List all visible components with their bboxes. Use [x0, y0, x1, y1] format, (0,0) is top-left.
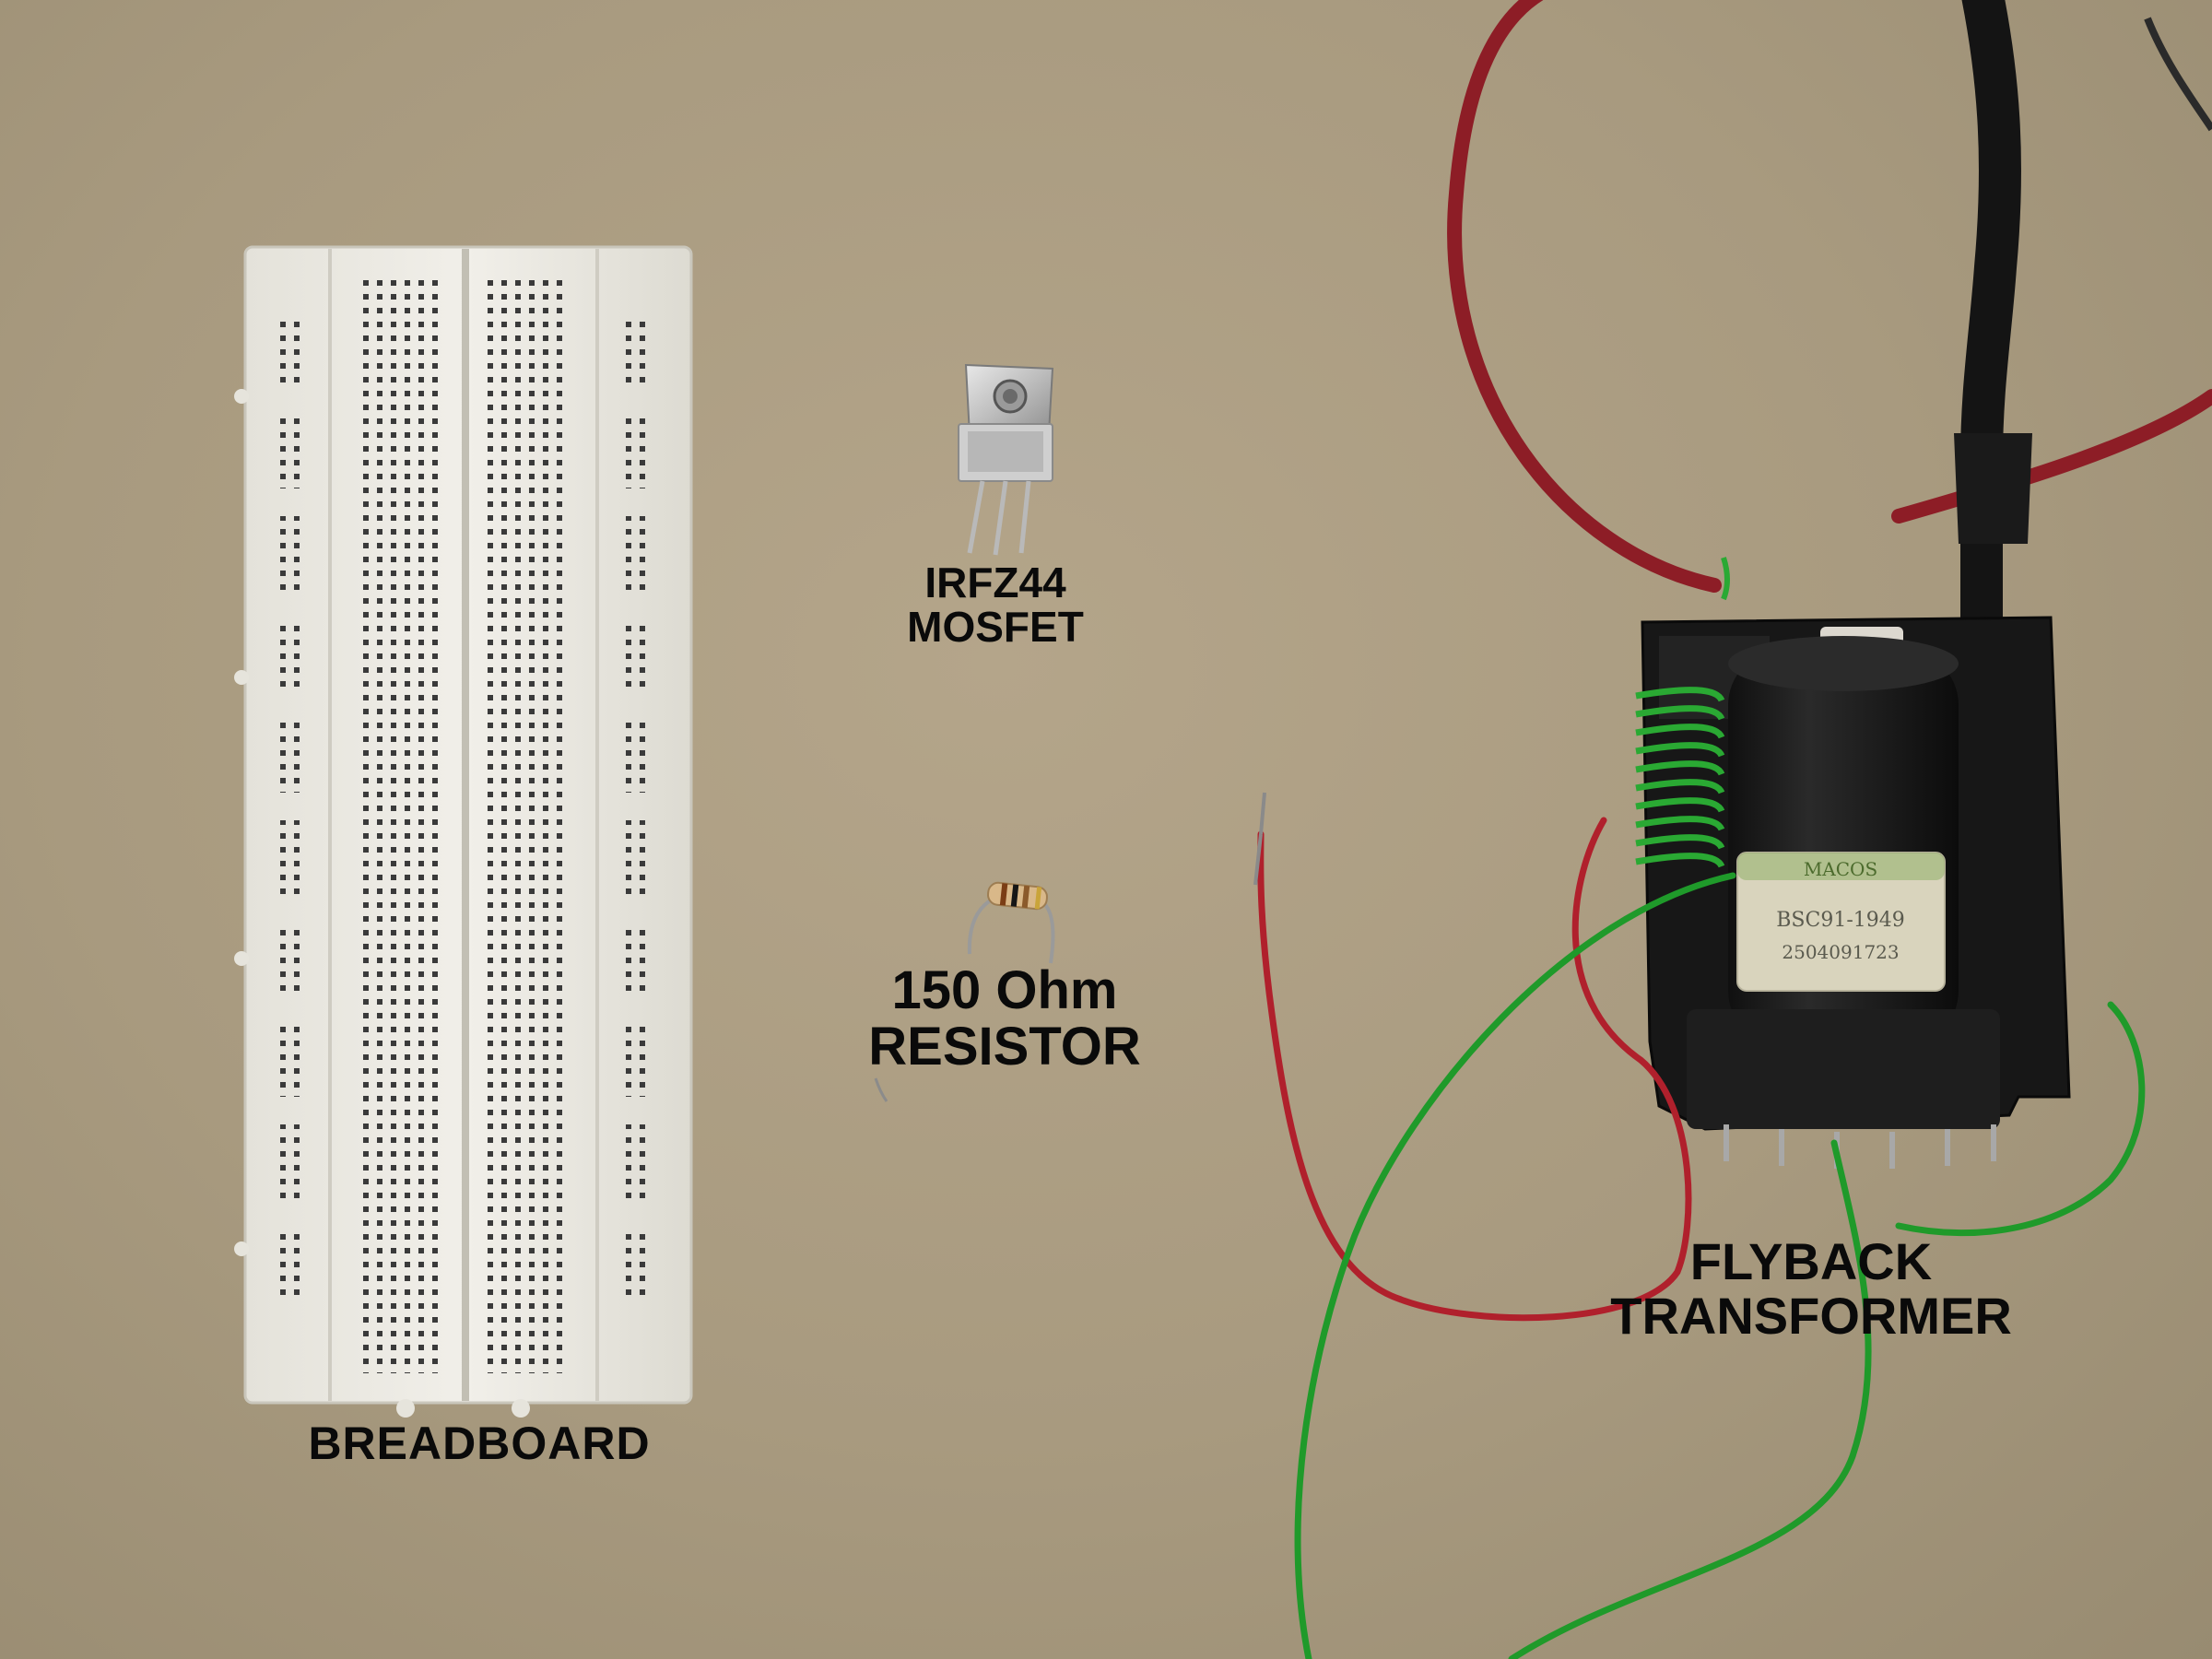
sticker-brand: MACOS: [1804, 858, 1877, 880]
sticker-serial: 2504091723: [1782, 941, 1899, 963]
resistor-label-line1: 150 Ohm: [891, 960, 1118, 1020]
breadboard-label: BREADBOARD: [276, 1419, 682, 1468]
sticker-model: BSC91-1949: [1776, 909, 1905, 932]
resistor-label: 150 Ohm RESISTOR: [811, 960, 1198, 1077]
breadboard-label-text: BREADBOARD: [308, 1418, 651, 1469]
mosfet-component: [958, 363, 1054, 556]
mosfet-label-line1: IRFZ44: [924, 559, 1066, 606]
flyback-label: FLYBACK TRANSFORMER: [1571, 1232, 2051, 1345]
mosfet-label: IRFZ44 MOSFET: [857, 560, 1134, 650]
breadboard: [234, 245, 693, 1418]
mosfet-label-line2: MOSFET: [907, 603, 1084, 652]
resistor-label-line2: RESISTOR: [868, 1016, 1141, 1077]
resistor-component: [874, 881, 1055, 1102]
flyback-label-line2: TRANSFORMER: [1610, 1286, 2012, 1345]
flyback-transformer: MACOS BSC91-1949 2504091723: [1253, 0, 2212, 1659]
flyback-label-line1: FLYBACK: [1689, 1232, 1933, 1290]
